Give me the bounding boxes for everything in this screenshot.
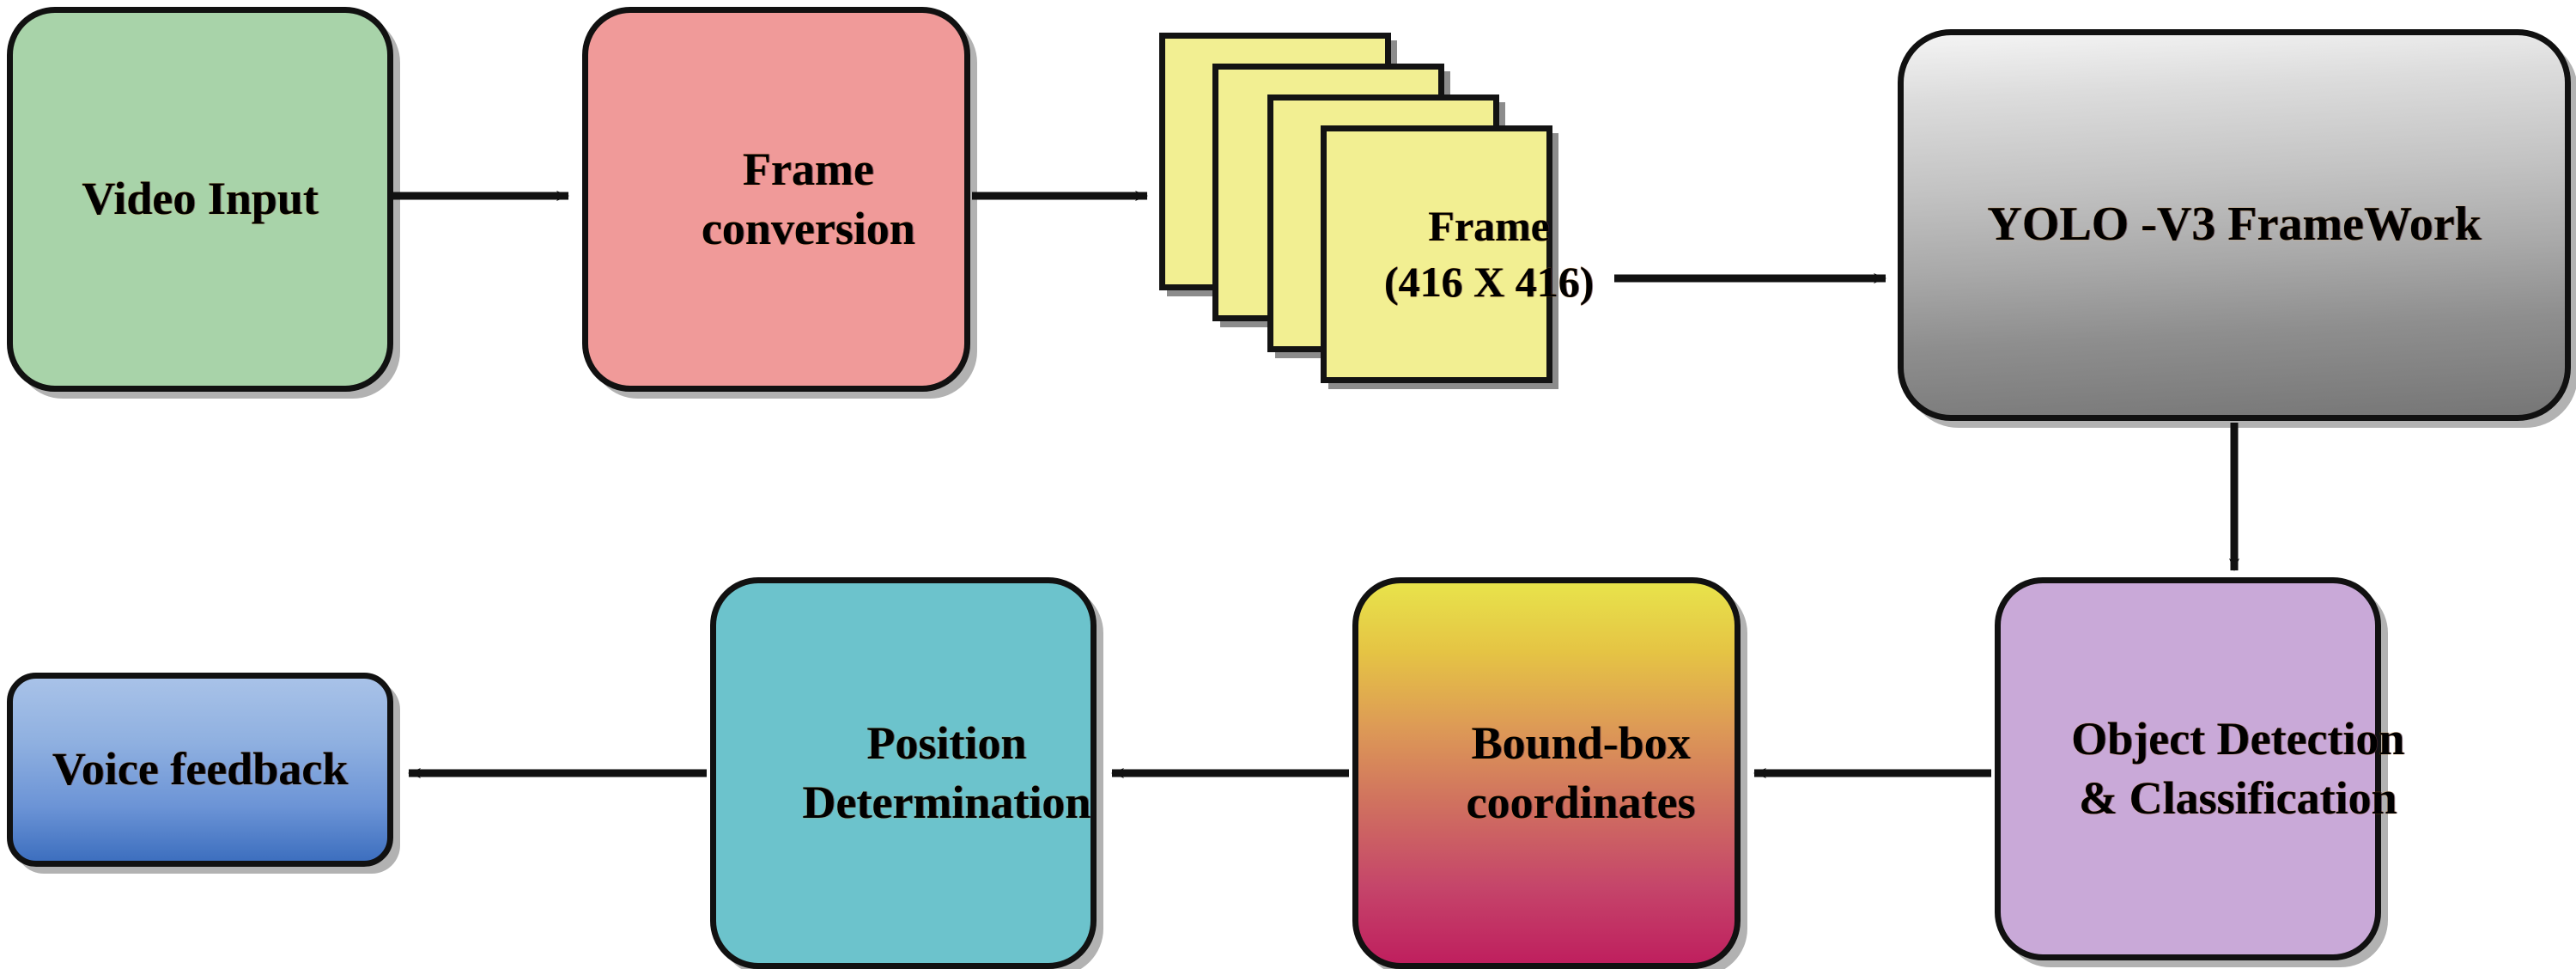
node-label-position-determination: Position Determination — [759, 714, 1091, 832]
node-label-bound-box-coordinates-line1: Bound-box — [1471, 716, 1691, 769]
node-label-frame-stack-line1: Frame — [1428, 202, 1550, 250]
node-frame-conversion[interactable]: Frame conversion — [582, 7, 970, 392]
node-label-bound-box-coordinates: Bound-box coordinates — [1432, 714, 1696, 832]
node-label-bound-box-coordinates-line2: coordinates — [1466, 777, 1696, 828]
node-label-video-input: Video Input — [82, 173, 319, 225]
node-position-determination[interactable]: Position Determination — [710, 577, 1097, 969]
node-bound-box-coordinates[interactable]: Bound-box coordinates — [1352, 577, 1741, 969]
node-label-frame-conversion-line1: Frame — [742, 143, 874, 195]
node-label-position-determination-line1: Position — [866, 716, 1027, 769]
node-frame-stack[interactable]: Frame (416 X 416) — [1159, 26, 1623, 438]
node-label-frame-conversion-line2: conversion — [701, 203, 915, 254]
node-object-detection[interactable]: Object Detection & Classification — [1995, 577, 2404, 960]
node-yolo-framework[interactable]: YOLO -V3 FrameWork — [1898, 29, 2571, 421]
node-video-input[interactable]: Video Input — [7, 7, 393, 392]
node-label-position-determination-line2: Determination — [802, 777, 1091, 828]
node-label-voice-feedback: Voice feedback — [52, 743, 349, 795]
node-label-frame-conversion: Frame conversion — [670, 140, 915, 259]
frame-sheet-front[interactable]: Frame (416 X 416) — [1321, 125, 1594, 383]
node-label-object-detection: Object Detection & Classification — [2021, 710, 2404, 828]
node-label-frame-stack: Frame (416 X 416) — [1332, 198, 1594, 310]
node-voice-feedback[interactable]: Voice feedback — [7, 673, 393, 867]
node-label-frame-stack-line2: (416 X 416) — [1383, 258, 1595, 306]
node-label-object-detection-line2: & Classification — [2079, 772, 2397, 824]
node-label-object-detection-line1: Object Detection — [2071, 712, 2405, 765]
node-label-yolo-framework: YOLO -V3 FrameWork — [1987, 198, 2482, 252]
